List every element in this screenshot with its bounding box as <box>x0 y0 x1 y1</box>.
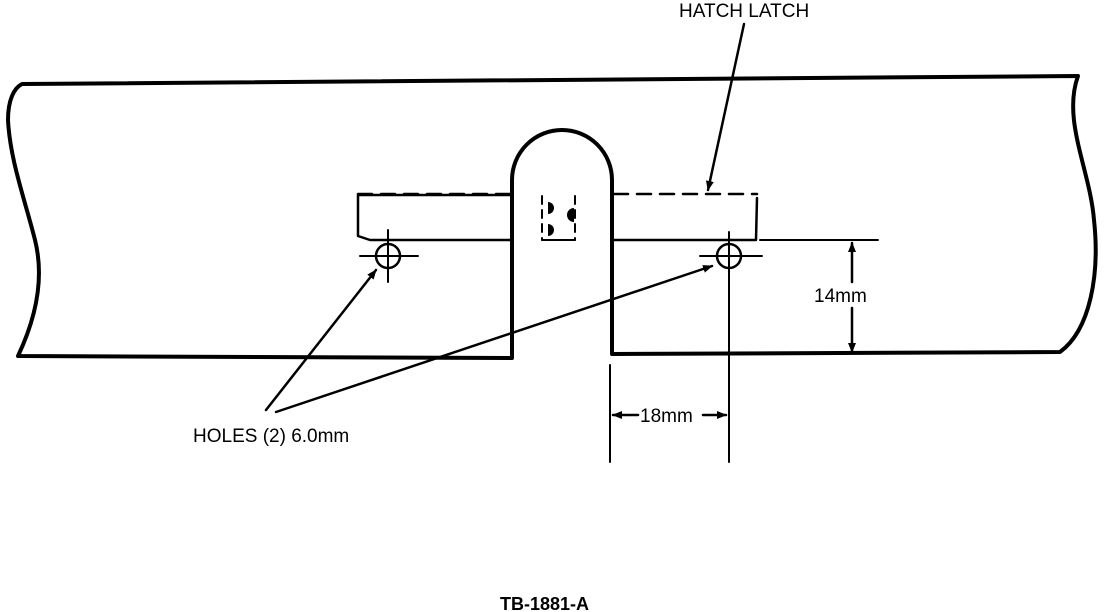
hatch-latch-label: HATCH LATCH <box>679 1 809 22</box>
latch-bar-right <box>610 196 759 242</box>
latch-knob-right <box>567 208 574 222</box>
dim-14-label: 14mm <box>814 286 867 307</box>
latch-bar-left <box>356 193 514 242</box>
latch-knob-left <box>548 202 554 214</box>
holes-label: HOLES (2) 6.0mm <box>193 426 349 447</box>
figure-id: TB-1881-A <box>500 594 589 612</box>
hatch-latch-leader <box>705 22 746 192</box>
holes-leader-right <box>274 264 714 414</box>
latch-knob-left-lower <box>548 224 554 236</box>
holes-leader-left <box>264 268 378 412</box>
dim-18-label: 18mm <box>640 406 693 427</box>
panel-outline <box>6 74 1098 360</box>
